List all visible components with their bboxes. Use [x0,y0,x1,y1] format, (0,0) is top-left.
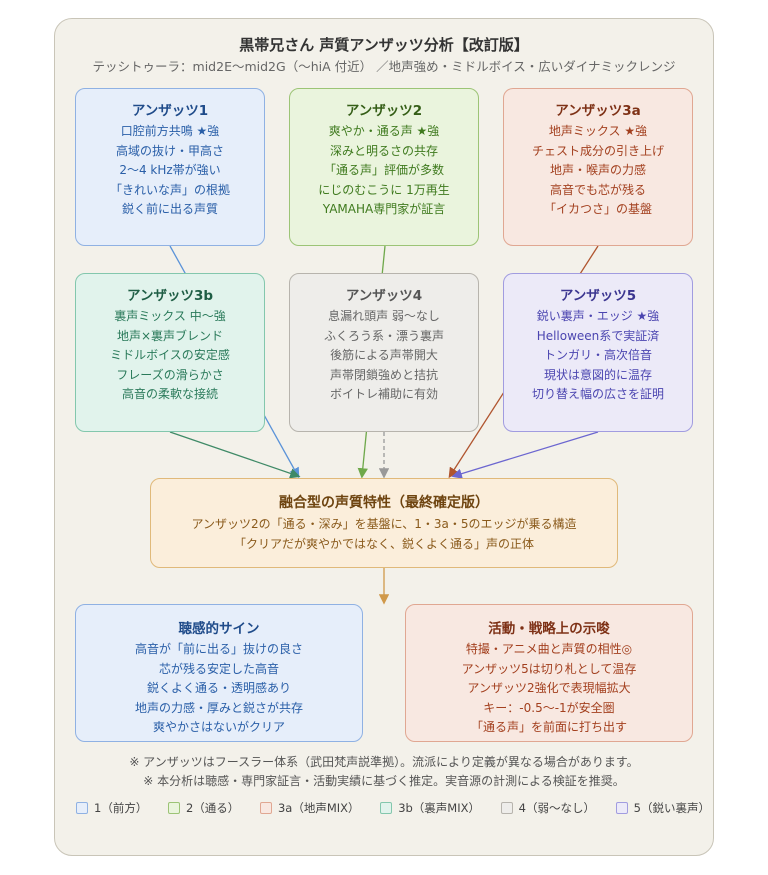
box-line: 「通る声」を前面に打ち出す [470,720,627,734]
legend-label: 5（鋭い裏声） [633,801,710,815]
box-line: 鋭くよく通る・透明感あり [146,681,291,695]
footnote-2: ※ 本分析は聴感・専門家証言・活動実績に基づく推定。実音源の計測による検証を推奨… [143,774,625,788]
box-line: 鋭い裏声・エッジ ★強 [536,309,660,323]
diagram-title: 黒帯兄さん 声質アンザッツ分析【改訂版】 [239,36,529,54]
legend-swatch [76,802,88,814]
box-auditory-signs: 聴感的サイン 高音が「前に出る」抜けの良さ 芯が残る安定した高音 鋭くよく通る・… [75,604,363,742]
box-line: 口腔前方共鳴 ★強 [120,124,220,138]
box-line: 鋭く前に出る声質 [121,202,218,216]
box-title: アンザッツ2 [345,103,423,119]
legend-item: 3a（地声MIX） [259,800,360,816]
box-line: 地声×裏声ブレンド [116,328,224,343]
box-title: アンザッツ4 [345,288,423,304]
box-line: アンザッツ2強化で表現幅拡大 [467,681,631,695]
box-line: 深みと明るさの共存 [329,143,438,158]
box-title: アンザッツ5 [559,288,637,304]
box-line: チェスト成分の引き上げ [531,143,664,158]
footnote-1: ※ アンザッツはフースラー体系（武田梵声説準拠）。流派により定義が異なる場合があ… [129,755,639,769]
legend-swatch [615,802,628,814]
box-line: 2〜4 kHz帯が強い [119,163,221,177]
box-line: Helloween系で実証済 [536,328,660,343]
box-line: キー：-0.5〜-1が安全圏 [483,700,615,715]
box-line: 高域の抜け・甲高さ [115,143,224,158]
box-line: 爽やか・通る声 ★強 [328,124,440,138]
box-line: 地声の力感・厚みと鋭さが共存 [134,700,303,715]
box-line: フレーズの滑らかさ [116,367,224,382]
box-line: 芯が残る安定した高音 [158,661,279,676]
box-line: 地声・喉声の力感 [549,163,646,177]
box-line: 爽やかさはないがクリア [152,720,285,734]
box-anzatz-3b: アンザッツ3b 裏声ミックス 中〜強 地声×裏声ブレンド ミドルボイスの安定感 … [75,273,265,432]
box-line: トンガリ・高次倍音 [543,348,652,362]
box-line: ふくろう系・漂う裏声 [323,328,444,343]
box-line: 声帯閉鎖強めと拮抗 [329,367,438,382]
box-line: YAMAHA専門家が証言 [322,202,446,216]
legend-item: 4（弱〜なし） [500,800,595,816]
box-line: 高音が「前に出る」抜けの良さ [134,642,303,656]
box-fusion: 融合型の声質特性（最終確定版） アンザッツ2の「通る・深み」を基盤に、1・3a・… [150,478,618,568]
box-title: 聴感的サイン [178,621,260,637]
box-line: アンザッツ5は切り札として温存 [461,661,637,676]
box-line: 「きれいな声」の根拠 [109,182,230,197]
legend-label: 1（前方） [94,801,148,815]
box-title: 活動・戦略上の示唆 [488,621,610,637]
box-title: アンザッツ1 [131,103,209,119]
legend-label: 3b（裏声MIX） [398,801,480,815]
box-anzatz-5: アンザッツ5 鋭い裏声・エッジ ★強 Helloween系で実証済 トンガリ・高… [503,273,693,432]
box-line: 高音でも芯が残る [549,182,646,197]
box-line: 「クリアだが爽やかではなく、鋭くよく通る」声の正体 [233,536,534,551]
legend-item: 1（前方） [76,800,147,816]
box-line: 現状は意図的に温存 [543,367,652,382]
box-line: 息漏れ頭声 弱〜なし [328,309,440,323]
legend-label: 4（弱〜なし） [518,801,595,815]
legend: 1（前方） 2（通る） 3a（地声MIX） 3b（裏声MIX） 4（弱〜なし） … [76,800,710,816]
box-anzatz-2: アンザッツ2 爽やか・通る声 ★強 深みと明るさの共存 「通る声」評価が多数 に… [289,88,479,246]
box-line: ボイトレ補助に有効 [329,387,438,401]
arrow-a5-fusion [451,431,599,479]
legend-label: 3a（地声MIX） [277,801,360,815]
box-title: アンザッツ3b [126,288,214,304]
diagram-subtitle: テッシトゥーラ：mid2E〜mid2G（〜hiA 付近） ／地声強め・ミドルボイ… [92,59,676,74]
box-anzatz-3a: アンザッツ3a 地声ミックス ★強 チェスト成分の引き上げ 地声・喉声の力感 高… [503,88,693,246]
box-line: 高音の柔軟な接続 [121,387,218,401]
box-line: アンザッツ2の「通る・深み」を基盤に、1・3a・5のエッジが乗る構造 [191,517,577,531]
box-line: 切り替え幅の広さを証明 [531,387,664,401]
legend-swatch [259,802,272,814]
box-title: アンザッツ3a [555,103,641,119]
legend-item: 5（鋭い裏声） [615,800,710,816]
legend-swatch [500,802,513,814]
box-line: ミドルボイスの安定感 [110,348,230,362]
box-strategy: 活動・戦略上の示唆 特撮・アニメ曲と声質の相性◎ アンザッツ5は切り札として温存… [405,604,693,742]
box-line: 地声ミックス ★強 [548,124,648,138]
legend-item: 2（通る） [167,800,240,816]
box-line: にじのむこうに 1万再生 [318,182,450,197]
box-line: 裏声ミックス 中〜強 [114,309,226,323]
legend-swatch [380,802,393,814]
box-line: 「イカつさ」の基盤 [543,202,652,216]
box-title: 融合型の声質特性（最終確定版） [279,495,489,511]
legend-item: 3b（裏声MIX） [380,800,480,816]
legend-label: 2（通る） [185,801,240,815]
arrow-a3b-fusion [169,431,301,479]
box-line: 特撮・アニメ曲と声質の相性◎ [465,642,633,656]
box-line: 「通る声」評価が多数 [323,163,444,177]
box-anzatz-1: アンザッツ1 口腔前方共鳴 ★強 高域の抜け・甲高さ 2〜4 kHz帯が強い 「… [75,88,265,246]
box-anzatz-4: アンザッツ4 息漏れ頭声 弱〜なし ふくろう系・漂う裏声 後筋による声帯開大 声… [289,273,479,432]
box-line: 後筋による声帯開大 [330,348,438,362]
legend-swatch [167,802,180,814]
